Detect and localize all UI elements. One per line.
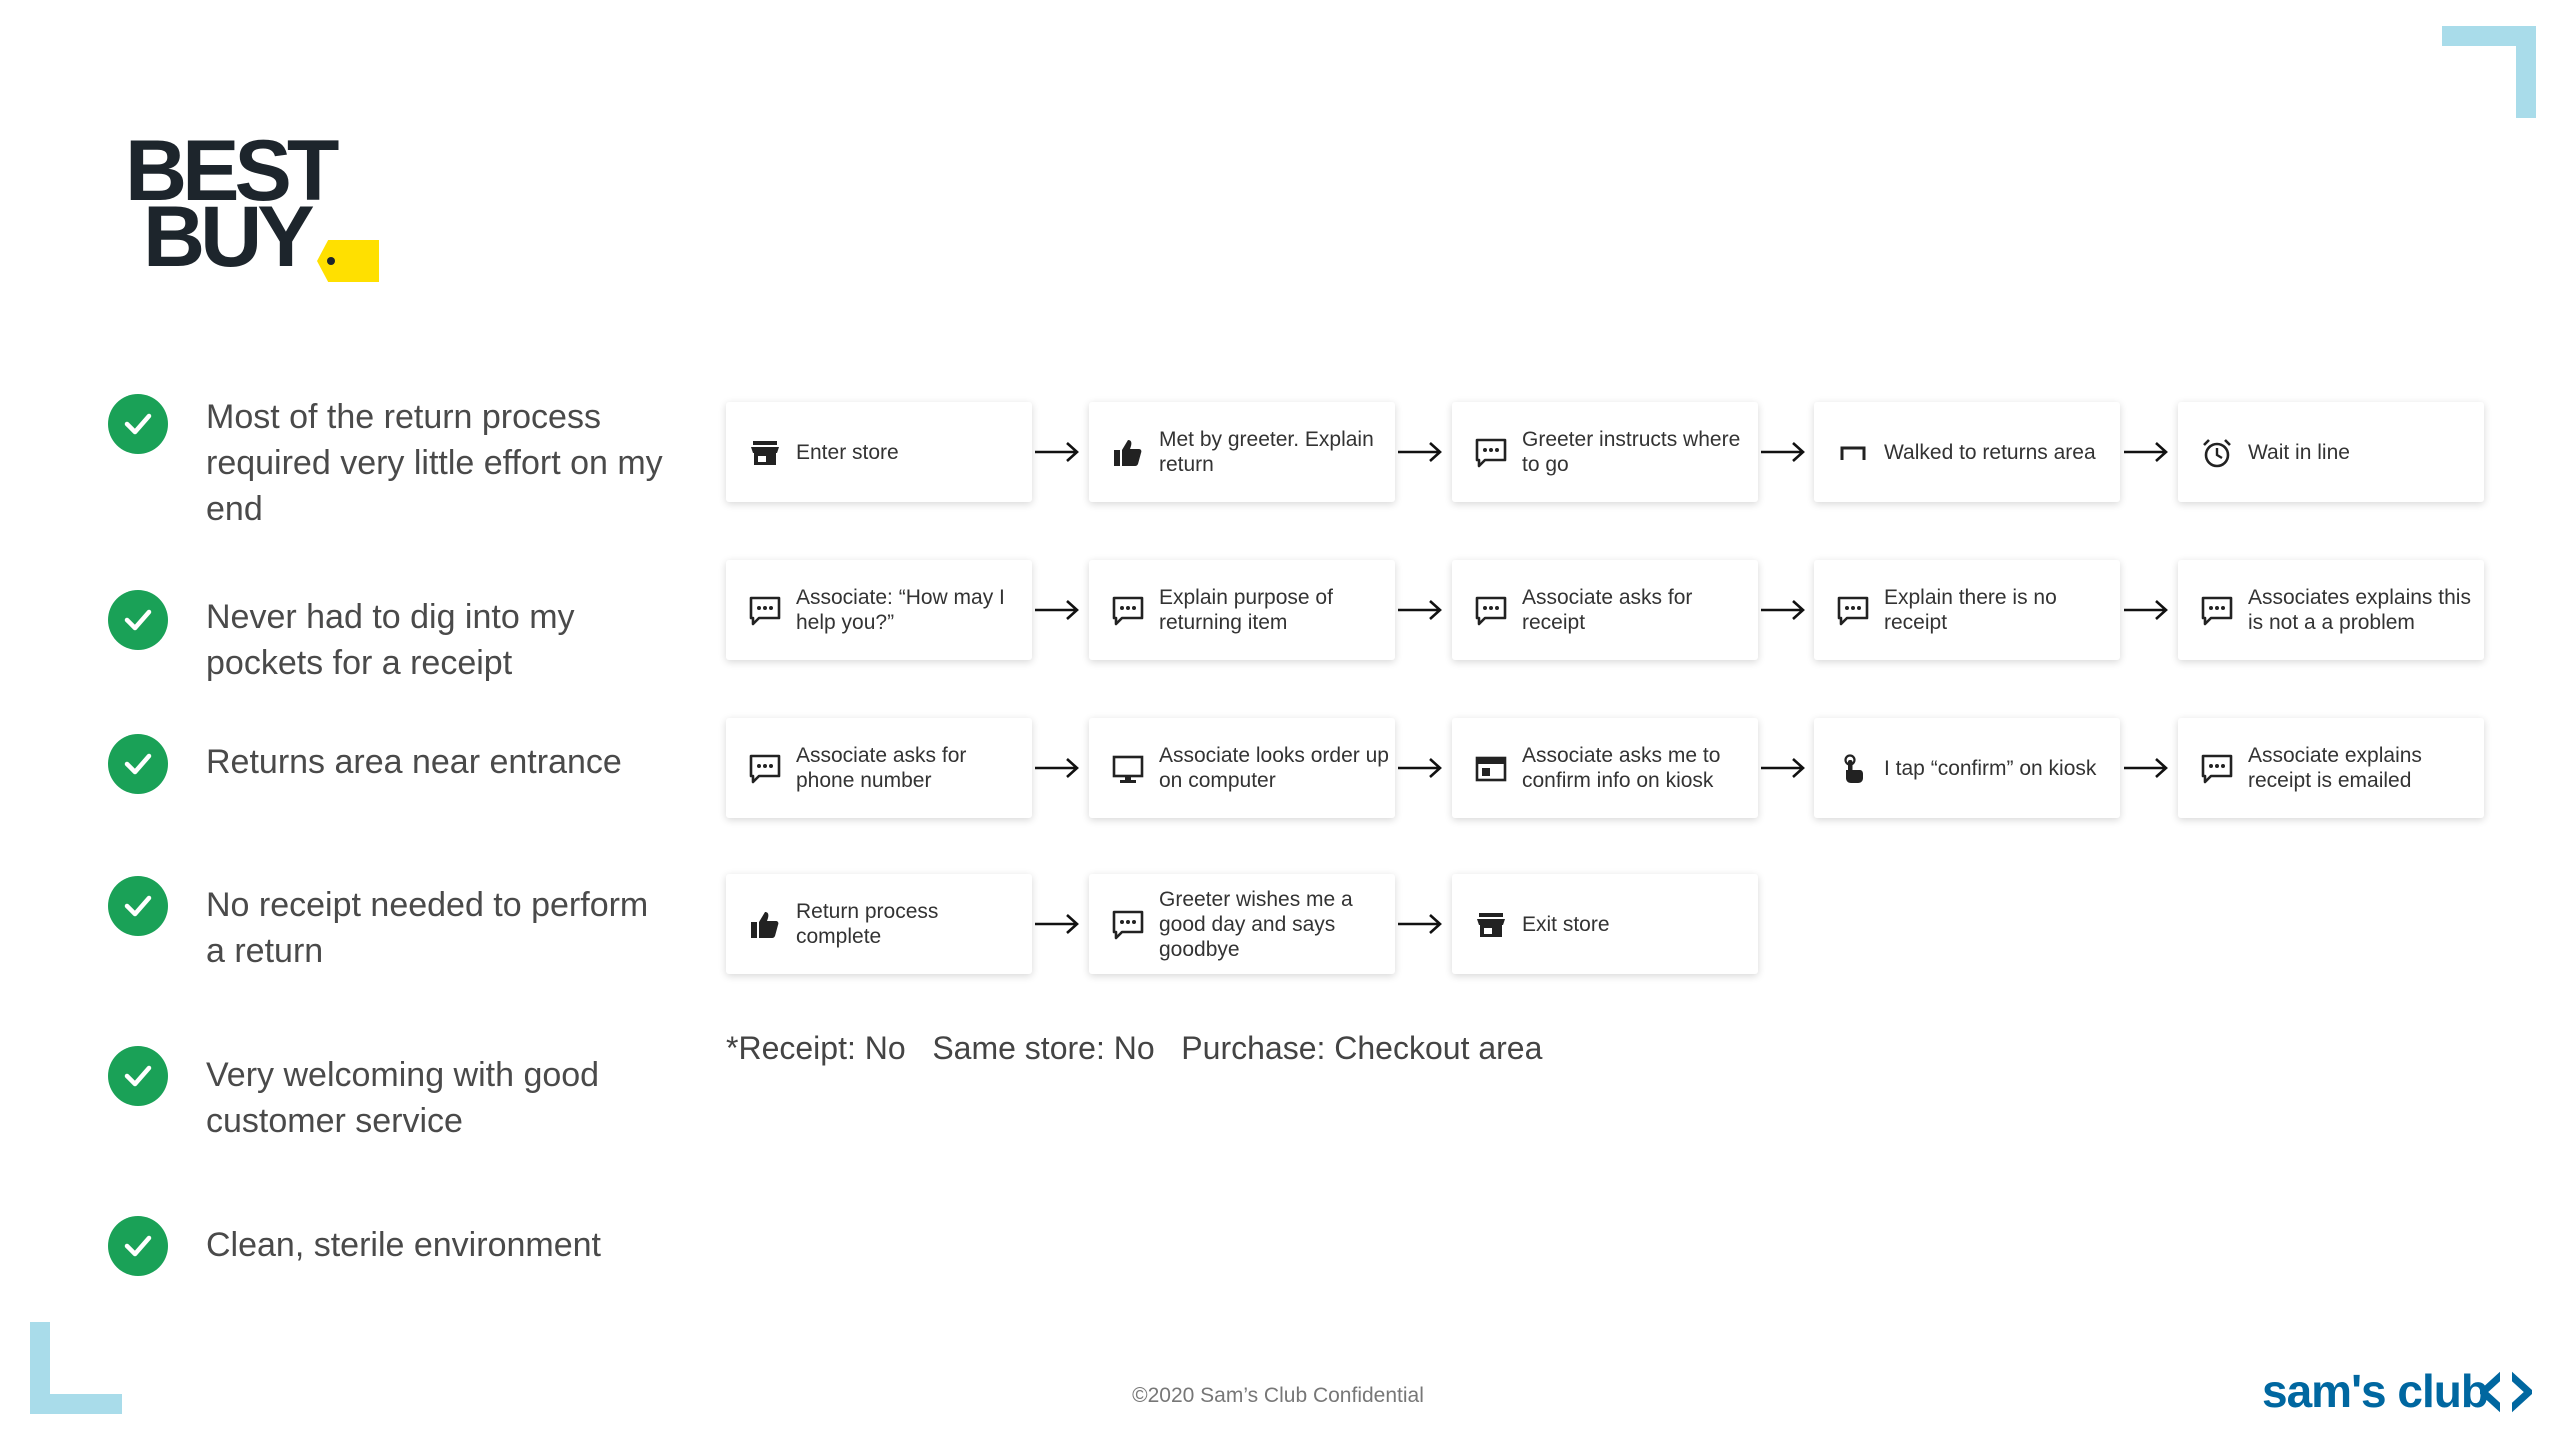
check-icon — [108, 734, 168, 794]
thumbs-up-icon — [751, 912, 779, 938]
arrow-right-icon — [1398, 600, 1442, 620]
chat-icon — [1475, 438, 1507, 468]
chat-icon — [1837, 596, 1869, 626]
journey-step: Met by greeter. Explain return — [1089, 402, 1395, 502]
journey-step-label: Walked to returns area — [1884, 440, 2096, 464]
journey-step: Walked to returns area — [1814, 402, 2120, 502]
journey-step-label: Greeter wishes me a good day and says go… — [1159, 887, 1353, 961]
journey-step-label: Associate asks for receipt — [1522, 586, 1693, 634]
counter-icon — [1840, 446, 1866, 460]
corner-accent-top-right — [2442, 26, 2536, 118]
corner-accent-bottom-left — [30, 1322, 122, 1414]
arrow-right-icon — [2124, 758, 2168, 778]
price-tag-icon — [317, 240, 379, 282]
store-icon — [751, 441, 779, 465]
benefit-text: Clean, sterile environment — [206, 1226, 601, 1264]
check-icon — [108, 394, 168, 454]
chat-icon — [1112, 596, 1144, 626]
journey-step: Greeter instructs where to go — [1452, 402, 1758, 502]
chat-icon — [749, 754, 781, 784]
alarm-icon — [2203, 439, 2231, 468]
journey-step: Associate asks me to confirm info on kio… — [1452, 718, 1758, 818]
chat-icon — [1475, 596, 1507, 626]
chat-icon — [749, 596, 781, 626]
journey-step-label: Wait in line — [2248, 440, 2350, 464]
journey-step: Associate: “How may I help you?” — [726, 560, 1032, 660]
chat-icon — [2201, 596, 2233, 626]
journey-step: Enter store — [726, 402, 1032, 502]
arrow-right-icon — [1398, 442, 1442, 462]
arrow-right-icon — [1761, 442, 1805, 462]
journey-step-label: Return process complete — [796, 900, 939, 948]
benefit-text: No receipt needed to perform a return — [206, 886, 649, 970]
check-icon — [108, 876, 168, 936]
journey-step-label: Associate asks me to confirm info on kio… — [1522, 744, 1721, 792]
journey-step: Associate asks for phone number — [726, 718, 1032, 818]
check-icon — [108, 1216, 168, 1276]
journey-step: Explain purpose of returning item — [1089, 560, 1395, 660]
journey-step: I tap “confirm” on kiosk — [1814, 718, 2120, 818]
journey-step-label: Greeter instructs where to go — [1522, 428, 1741, 476]
tap-icon — [1844, 754, 1863, 783]
return-conditions-note: *Receipt: No Same store: No Purchase: Ch… — [726, 1030, 1543, 1066]
arrow-right-icon — [1035, 758, 1079, 778]
sams-diamond-icon — [2480, 1368, 2532, 1416]
journey-step-label: Exit store — [1522, 912, 1610, 936]
arrow-right-icon — [1398, 914, 1442, 934]
journey-step-label: Associates explains this is not a a prob… — [2248, 586, 2471, 634]
arrow-right-icon — [1035, 442, 1079, 462]
check-icon — [108, 590, 168, 650]
store-icon — [1477, 913, 1505, 937]
journey-step-label: Associate: “How may I help you?” — [796, 586, 1005, 634]
journey-step-label: Associate looks order up on computer — [1159, 744, 1389, 792]
benefit-text: Never had to dig into my pockets for a r… — [206, 598, 575, 682]
benefit-text: Very welcoming with good customer servic… — [206, 1056, 600, 1140]
kiosk-screen-icon — [1475, 756, 1507, 782]
monitor-icon — [1112, 755, 1144, 783]
arrow-right-icon — [1761, 758, 1805, 778]
journey-step: Exit store — [1452, 874, 1758, 974]
check-icon — [108, 1046, 168, 1106]
journey-step: Associate asks for receipt — [1452, 560, 1758, 660]
thumbs-up-icon — [1114, 440, 1142, 466]
journey-step: Greeter wishes me a good day and says go… — [1089, 874, 1395, 974]
arrow-right-icon — [1035, 600, 1079, 620]
journey-step: Associates explains this is not a a prob… — [2178, 560, 2484, 660]
journey-step: Return process complete — [726, 874, 1032, 974]
sams-club-wordmark: sam's club — [2262, 1365, 2489, 1417]
arrow-right-icon — [1398, 758, 1442, 778]
journey-step: Associate looks order up on computer — [1089, 718, 1395, 818]
benefit-text: Most of the return process required very… — [206, 398, 663, 528]
arrow-right-icon — [2124, 442, 2168, 462]
journey-step-label: Explain purpose of returning item — [1159, 586, 1333, 634]
journey-step-label: Enter store — [796, 440, 899, 464]
arrow-right-icon — [1035, 914, 1079, 934]
chat-icon — [2201, 754, 2233, 784]
chat-icon — [1112, 910, 1144, 940]
journey-step-label: Met by greeter. Explain return — [1159, 428, 1374, 476]
journey-step-label: Associate asks for phone number — [796, 744, 967, 792]
journey-step-label: I tap “confirm” on kiosk — [1884, 756, 2097, 780]
journey-step: Wait in line — [2178, 402, 2484, 502]
journey-step: Explain there is no receipt — [1814, 560, 2120, 660]
benefit-text: Returns area near entrance — [206, 743, 622, 781]
journey-step: Associate explains receipt is emailed — [2178, 718, 2484, 818]
journey-step-label: Associate explains receipt is emailed — [2248, 744, 2422, 792]
best-buy-logo: BEST BUY — [125, 128, 385, 288]
arrow-right-icon — [1761, 600, 1805, 620]
logo-line-1: BEST — [125, 123, 339, 219]
confidential-footer: ©2020 Sam’s Club Confidential — [1132, 1384, 1424, 1407]
logo-line-2: BUY — [143, 189, 315, 285]
arrow-right-icon — [2124, 600, 2168, 620]
journey-step-label: Explain there is no receipt — [1884, 586, 2057, 634]
